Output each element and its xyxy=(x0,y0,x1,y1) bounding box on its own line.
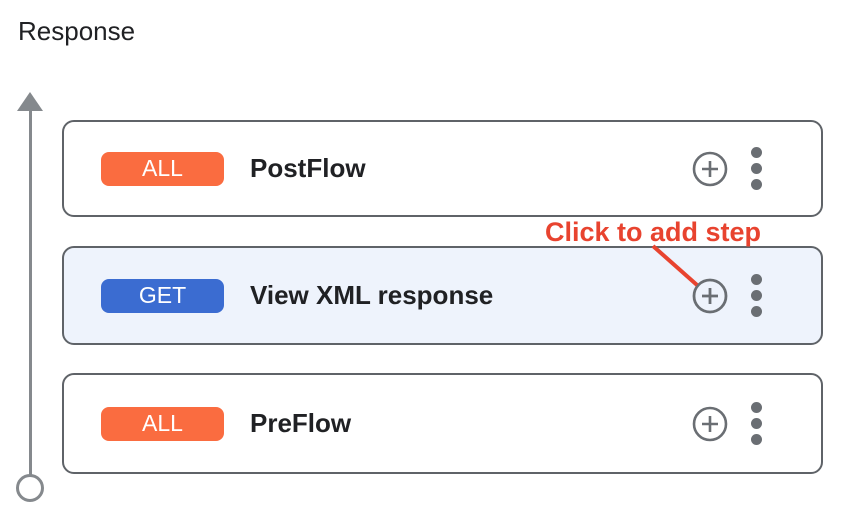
row-menu-button[interactable] xyxy=(751,402,762,445)
plus-circle-icon xyxy=(692,151,728,186)
method-badge: GET xyxy=(101,278,224,313)
row-menu-button[interactable] xyxy=(751,274,762,317)
open-circle-icon xyxy=(16,474,44,502)
plus-circle-icon xyxy=(692,406,728,441)
add-step-button[interactable] xyxy=(691,405,729,443)
row-actions xyxy=(691,147,762,190)
flow-name: PreFlow xyxy=(250,408,352,438)
kebab-menu-icon xyxy=(751,147,762,158)
row-menu-button[interactable] xyxy=(751,147,762,190)
flow-card-postflow[interactable]: ALL PostFlow xyxy=(62,120,823,217)
up-arrow-icon xyxy=(17,92,43,111)
flow-card-view-xml-response[interactable]: GET View XML response xyxy=(62,246,823,345)
plus-circle-icon xyxy=(692,278,728,313)
add-step-button[interactable] xyxy=(691,150,729,188)
kebab-menu-icon xyxy=(751,274,762,285)
row-actions xyxy=(691,274,762,317)
method-badge: ALL xyxy=(101,406,224,441)
kebab-menu-icon xyxy=(751,402,762,413)
add-step-button[interactable] xyxy=(691,277,729,315)
annotation-click-to-add-step: Click to add step xyxy=(545,217,762,247)
flow-card-preflow[interactable]: ALL PreFlow xyxy=(62,373,823,474)
row-actions xyxy=(691,402,762,445)
flow-direction-rail xyxy=(29,109,32,475)
method-badge: ALL xyxy=(101,151,224,186)
flow-name: View XML response xyxy=(250,280,494,310)
flow-name: PostFlow xyxy=(250,153,366,183)
section-title: Response xyxy=(18,16,136,46)
